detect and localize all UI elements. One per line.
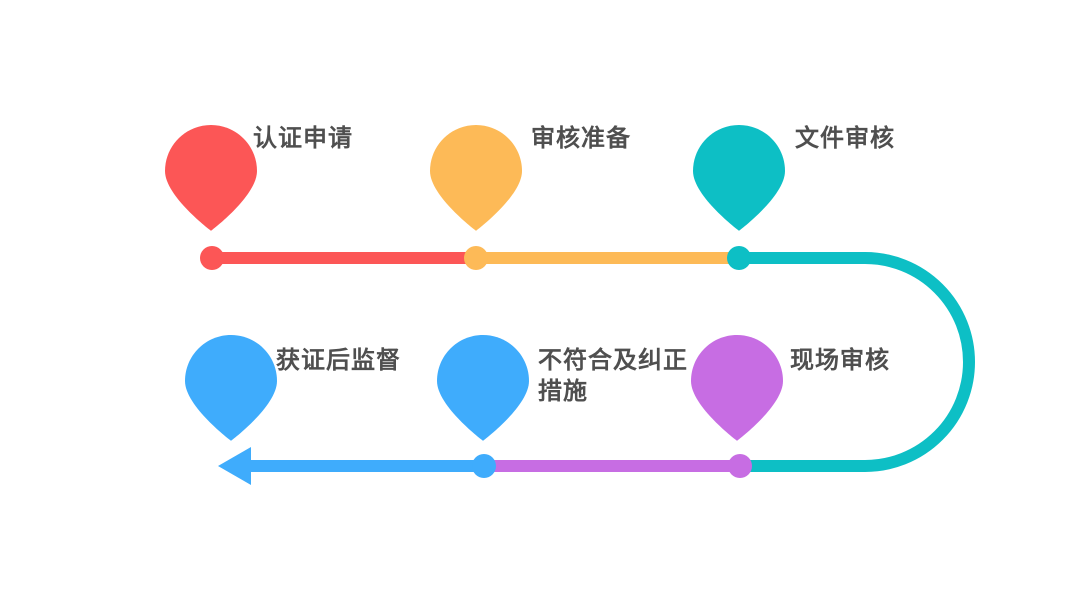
step-label-post-certification-supervision: 获证后监督 <box>276 347 401 374</box>
pin-marker-step1 <box>165 125 257 231</box>
junction-dot-step5 <box>472 454 496 478</box>
step-label-onsite-audit: 现场审核 <box>790 347 890 374</box>
pin-marker-step3 <box>693 125 785 231</box>
step-label-certification-application: 认证申请 <box>253 125 353 152</box>
junction-dot-step2 <box>464 246 488 270</box>
step-label-audit-preparation: 审核准备 <box>531 125 631 152</box>
junction-dot-step4 <box>728 454 752 478</box>
pin-marker-step2 <box>430 125 522 231</box>
junction-dot-step3 <box>727 246 751 270</box>
connector-segment-step3-ucurve <box>739 252 975 472</box>
flow-arrow-icon <box>218 447 251 485</box>
pin-marker-step4 <box>691 335 783 441</box>
pin-marker-step6 <box>185 335 277 441</box>
pin-marker-step5 <box>437 335 529 441</box>
step-label-document-review: 文件审核 <box>795 125 895 152</box>
junction-dot-step1 <box>200 246 224 270</box>
step-label-nonconformity-corrective-action: 不符合及纠正措施 <box>538 347 688 405</box>
